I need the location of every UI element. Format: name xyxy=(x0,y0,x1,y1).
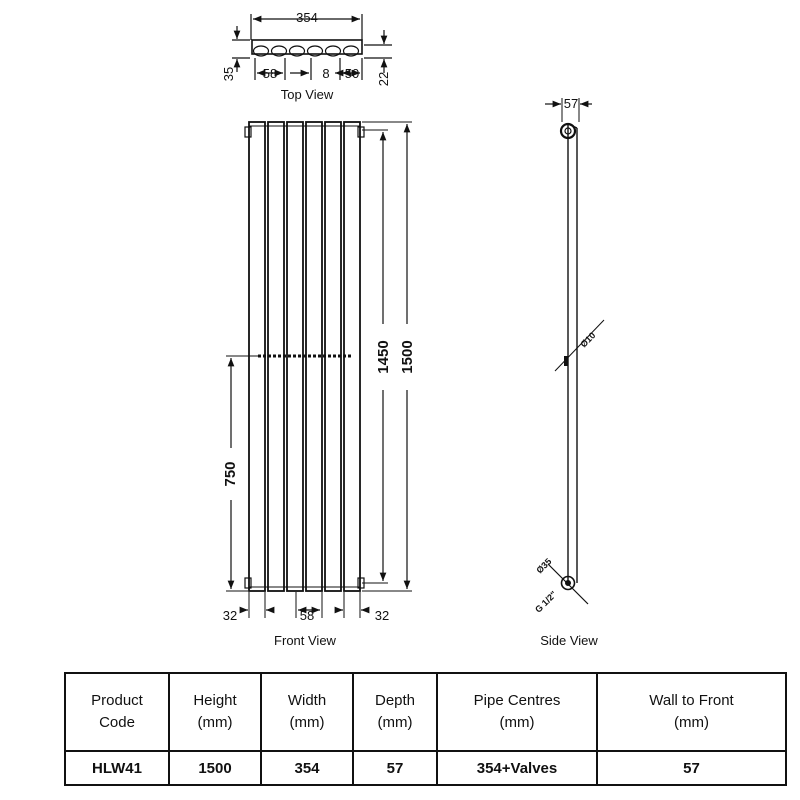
header-depth: Depth (mm) xyxy=(352,672,438,752)
top-dim-50-label: 50 xyxy=(345,66,359,81)
front-pitch-label: 58 xyxy=(300,608,314,623)
top-depth-right-label: 22 xyxy=(376,72,391,86)
top-dim-8-label: 8 xyxy=(322,66,329,81)
header-pipe-centres-line2: (mm) xyxy=(499,714,535,731)
header-width-line1: Width xyxy=(287,692,327,709)
cell-pipe-centres: 354+Valves xyxy=(436,750,598,786)
front-pipe-height-label: 1450 xyxy=(375,340,392,373)
header-wall-to-front: Wall to Front (mm) xyxy=(596,672,787,752)
side-thread-label: G 1/2" xyxy=(533,589,559,615)
spec-data-row: HLW41 1500 354 57 354+Valves 57 xyxy=(64,750,787,786)
header-wall-to-front-line2: (mm) xyxy=(674,714,709,731)
top-dim-58-label: 58 xyxy=(263,66,277,81)
front-bracket-height-label: 750 xyxy=(222,461,239,486)
side-view-caption: Side View xyxy=(540,633,598,648)
front-edge-right-label: 32 xyxy=(375,608,389,623)
top-view-body xyxy=(251,39,363,55)
cell-width: 354 xyxy=(260,750,354,786)
header-height: Height (mm) xyxy=(168,672,262,752)
cell-product-code: HLW41 xyxy=(64,750,170,786)
front-overall-height-label: 1500 xyxy=(399,340,416,373)
top-width-label: 354 xyxy=(296,10,318,25)
header-pipe-centres: Pipe Centres (mm) xyxy=(436,672,598,752)
side-tube-diameter-label: Ø10 xyxy=(578,330,597,349)
header-pipe-centres-line1: Pipe Centres xyxy=(473,692,561,709)
side-depth-label: 57 xyxy=(564,96,578,111)
top-depth-left-label: 35 xyxy=(221,67,236,81)
side-view xyxy=(545,98,605,605)
header-height-line1: Height xyxy=(193,692,237,709)
front-edge-left-label: 32 xyxy=(223,608,237,623)
header-product-code-line1: Product xyxy=(91,692,143,709)
top-view-caption: Top View xyxy=(281,87,334,102)
side-valve-diameter-label: Ø35 xyxy=(534,556,553,575)
header-wall-to-front-line1: Wall to Front xyxy=(649,692,734,709)
header-width: Width (mm) xyxy=(260,672,354,752)
front-view xyxy=(226,121,412,618)
technical-drawing: 354 35 22 58 8 50 Top View xyxy=(221,10,605,648)
header-depth-line1: Depth xyxy=(374,692,416,709)
cell-wall-to-front: 57 xyxy=(596,750,787,786)
header-width-line2: (mm) xyxy=(289,714,325,731)
header-product-code-line2: Code xyxy=(99,714,135,731)
header-depth-line2: (mm) xyxy=(377,714,413,731)
top-view xyxy=(232,14,392,80)
cell-height: 1500 xyxy=(168,750,262,786)
cell-depth: 57 xyxy=(352,750,438,786)
top-view-tubes xyxy=(252,45,360,57)
header-height-line2: (mm) xyxy=(197,714,233,731)
front-view-caption: Front View xyxy=(274,633,337,648)
